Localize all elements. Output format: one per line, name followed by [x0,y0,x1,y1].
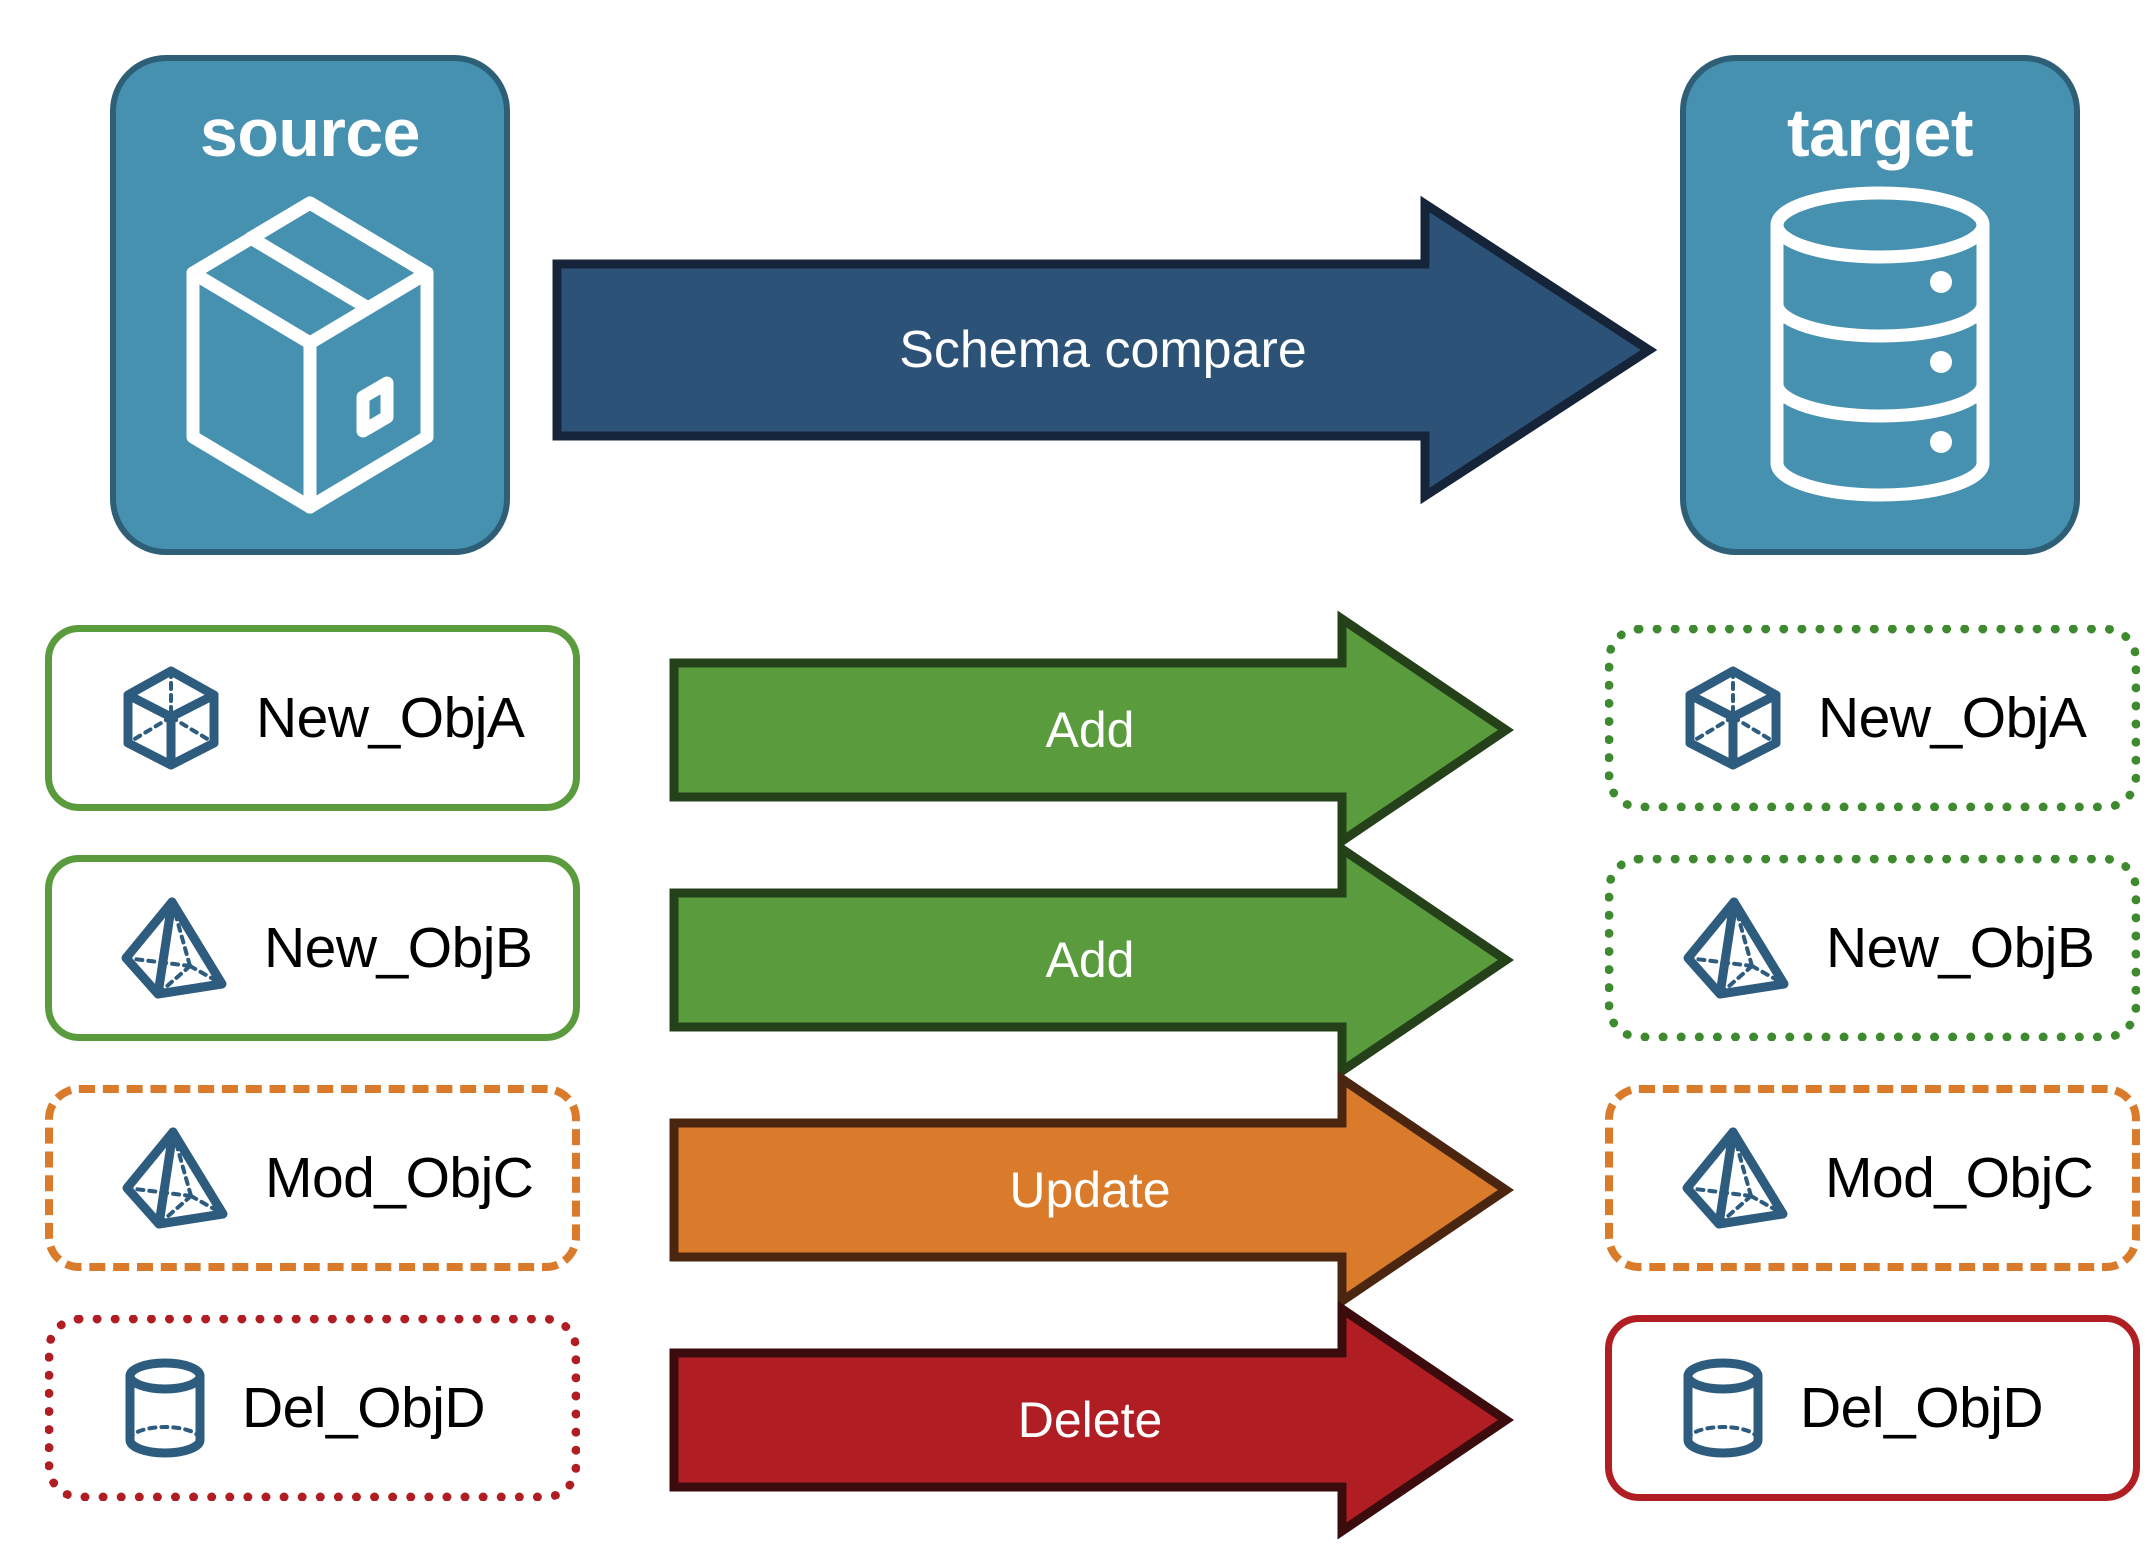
source-title: source [200,95,421,171]
source-object-label: New_ObjB [264,916,533,980]
action-arrow-add-1[interactable]: Add [669,610,1515,850]
source-object-label: Mod_ObjC [265,1146,534,1210]
target-object-card-new-obja[interactable]: New_ObjA [1605,625,2140,811]
wireframe-cube-icon [1682,665,1784,771]
source-object-card-mod-objc[interactable]: Mod_ObjC [45,1085,580,1271]
source-object-card-del-objd[interactable]: Del_ObjD [45,1315,580,1501]
source-object-label: Del_ObjD [242,1376,486,1440]
wireframe-cylinder-icon [122,1356,208,1460]
target-endpoint-card[interactable]: target [1680,55,2080,555]
source-endpoint-card[interactable]: source [110,55,510,555]
schema-compare-arrow[interactable]: Schema compare [552,195,1658,505]
package-box-icon [175,185,445,525]
wireframe-cube-icon [120,665,222,771]
source-object-label: New_ObjA [256,686,525,750]
target-object-card-mod-objc[interactable]: Mod_ObjC [1605,1085,2140,1271]
wireframe-pyramid-icon [121,1126,231,1230]
target-object-label: New_ObjA [1818,686,2087,750]
target-object-label: New_ObjB [1826,916,2095,980]
target-object-card-del-objd[interactable]: Del_ObjD [1605,1315,2140,1501]
action-arrow-update[interactable]: Update [669,1070,1515,1310]
action-arrow-add-2[interactable]: Add [669,840,1515,1080]
target-title: target [1787,95,1973,171]
target-object-label: Del_ObjD [1800,1376,2044,1440]
database-cylinder-icon [1755,185,2005,505]
wireframe-pyramid-icon [120,896,230,1000]
source-object-card-new-objb[interactable]: New_ObjB [45,855,580,1041]
source-object-card-new-obja[interactable]: New_ObjA [45,625,580,811]
wireframe-pyramid-icon [1681,1126,1791,1230]
wireframe-cylinder-icon [1680,1356,1766,1460]
target-object-label: Mod_ObjC [1825,1146,2094,1210]
wireframe-pyramid-icon [1682,896,1792,1000]
target-object-card-new-objb[interactable]: New_ObjB [1605,855,2140,1041]
action-arrow-delete[interactable]: Delete [669,1300,1515,1540]
